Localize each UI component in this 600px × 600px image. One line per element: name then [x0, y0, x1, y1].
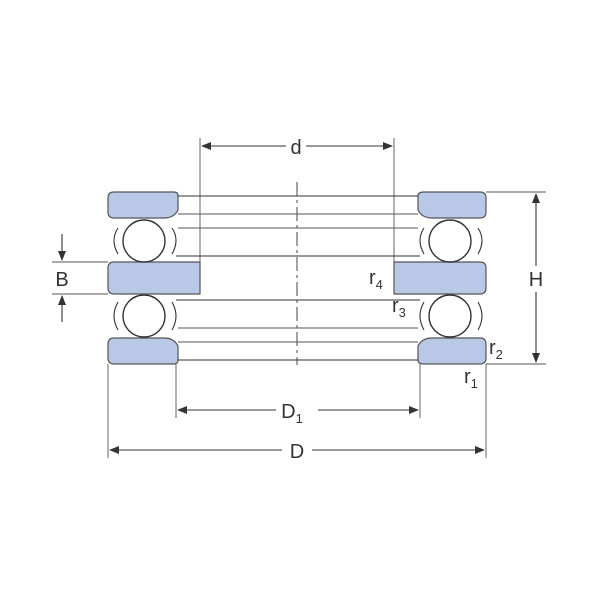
- label-r2: r2: [489, 337, 503, 362]
- top-washer-right: [417, 191, 487, 219]
- dimension-b: B: [52, 234, 108, 322]
- bottom-washer-right: [417, 337, 487, 365]
- bottom-washer-left: [107, 337, 179, 365]
- label-b: B: [55, 269, 68, 291]
- label-d: d: [290, 137, 301, 159]
- cage-bl-inner: [171, 301, 177, 331]
- cage-br-outer: [419, 301, 425, 331]
- middle-washer: [107, 261, 487, 295]
- top-washer: [107, 191, 487, 219]
- ball-top-right: [428, 219, 472, 263]
- label-d1: D1: [281, 401, 303, 426]
- label-h: H: [529, 269, 543, 291]
- balls: [122, 219, 472, 338]
- ball-bottom-left: [122, 294, 166, 338]
- bottom-washer: [107, 337, 487, 365]
- dimension-d: d: [199, 137, 395, 262]
- cage-br-inner: [477, 301, 483, 331]
- cage-tl-inner: [171, 227, 177, 255]
- cage-bl-outer: [113, 301, 119, 331]
- cage-tr-inner: [477, 227, 483, 255]
- cages: [113, 227, 483, 331]
- top-washer-left: [107, 191, 179, 219]
- radius-labels: r4 r3 r2 r1: [369, 267, 503, 391]
- ball-top-left: [122, 219, 166, 263]
- label-r3: r3: [392, 295, 406, 320]
- section-lines: [176, 195, 420, 361]
- label-r4: r4: [369, 267, 383, 292]
- label-outer-d: D: [290, 441, 304, 463]
- middle-washer-left: [107, 261, 201, 295]
- middle-washer-right: [393, 261, 487, 295]
- label-r1: r1: [464, 366, 478, 391]
- dimension-h: H: [486, 191, 546, 365]
- ball-bottom-right: [428, 294, 472, 338]
- cage-tl-outer: [113, 227, 119, 255]
- cage-tr-outer: [419, 227, 425, 255]
- dimension-d1: D1: [175, 364, 421, 426]
- dimension-outer-d: D: [107, 364, 487, 463]
